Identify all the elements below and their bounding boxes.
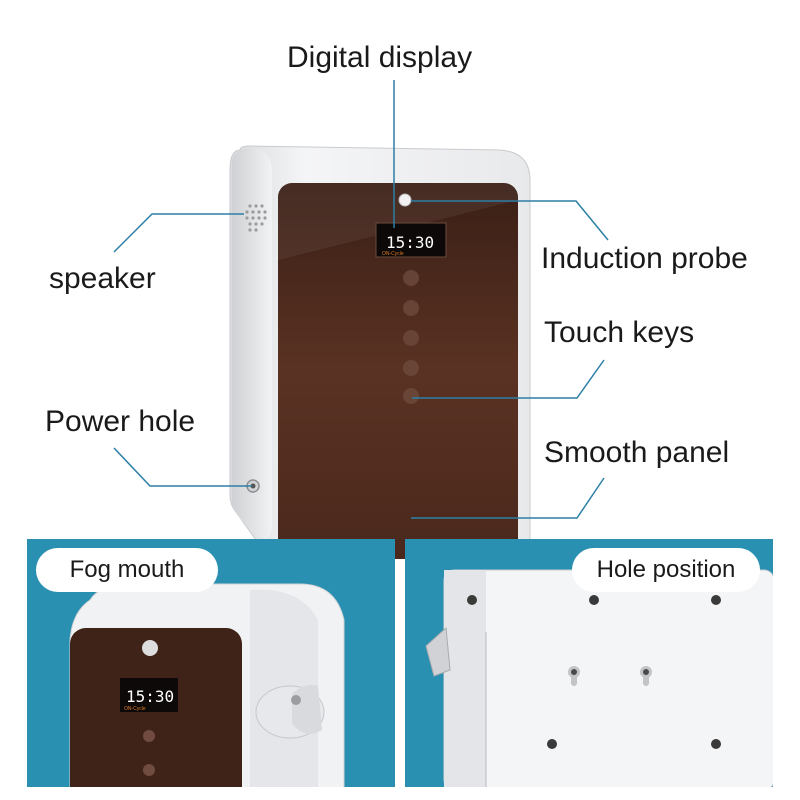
fog-mouth-lcd-mode: ON-Cycle	[124, 706, 146, 712]
mount-hole	[711, 739, 721, 749]
touch-key-2[interactable]	[403, 300, 419, 316]
fog-mouth-touch-key-2[interactable]	[143, 764, 155, 776]
mount-hole	[711, 595, 721, 605]
fog-mouth-badge: Fog mouth	[36, 548, 218, 592]
fog-mouth-nozzle	[255, 685, 325, 739]
lcd-mode: ON-Cycle	[382, 251, 404, 257]
speaker-grille	[245, 204, 267, 232]
callout-line-touch-keys	[412, 359, 605, 399]
touch-key-1[interactable]	[403, 270, 419, 286]
mount-hole	[467, 595, 477, 605]
label-power-hole: Power hole	[45, 405, 196, 438]
hole-position-badge: Hole position	[572, 548, 760, 592]
callout-line-smooth-panel	[411, 477, 605, 519]
lcd-time: 15:30	[386, 233, 434, 252]
back-plate	[443, 569, 773, 787]
touch-key-4[interactable]	[403, 360, 419, 376]
keyhole-slot	[568, 666, 580, 686]
label-touch-keys: Touch keys	[544, 316, 695, 349]
fog-mouth-lcd	[120, 678, 178, 712]
label-induction-probe: Induction probe	[541, 242, 748, 275]
label-digital-display: Digital display	[287, 41, 473, 74]
callout-lines	[113, 80, 609, 519]
keyhole-slot	[640, 666, 652, 686]
mount-hole	[589, 595, 599, 605]
induction-probe	[398, 193, 412, 207]
fog-mouth-lcd-time: 15:30	[126, 687, 174, 706]
label-smooth-panel: Smooth panel	[544, 436, 730, 469]
fog-mouth-probe	[142, 640, 158, 656]
lcd-display	[375, 222, 447, 258]
fog-mouth-touch-key-1[interactable]	[143, 730, 155, 742]
touch-key-5[interactable]	[403, 388, 419, 404]
label-speaker: speaker	[49, 262, 156, 295]
callout-line-induction-probe	[411, 200, 609, 241]
front-panel	[278, 183, 518, 559]
callout-line-power-hole	[113, 447, 252, 487]
touch-key-3[interactable]	[403, 330, 419, 346]
mount-hole	[547, 739, 557, 749]
callout-line-speaker	[113, 213, 244, 253]
